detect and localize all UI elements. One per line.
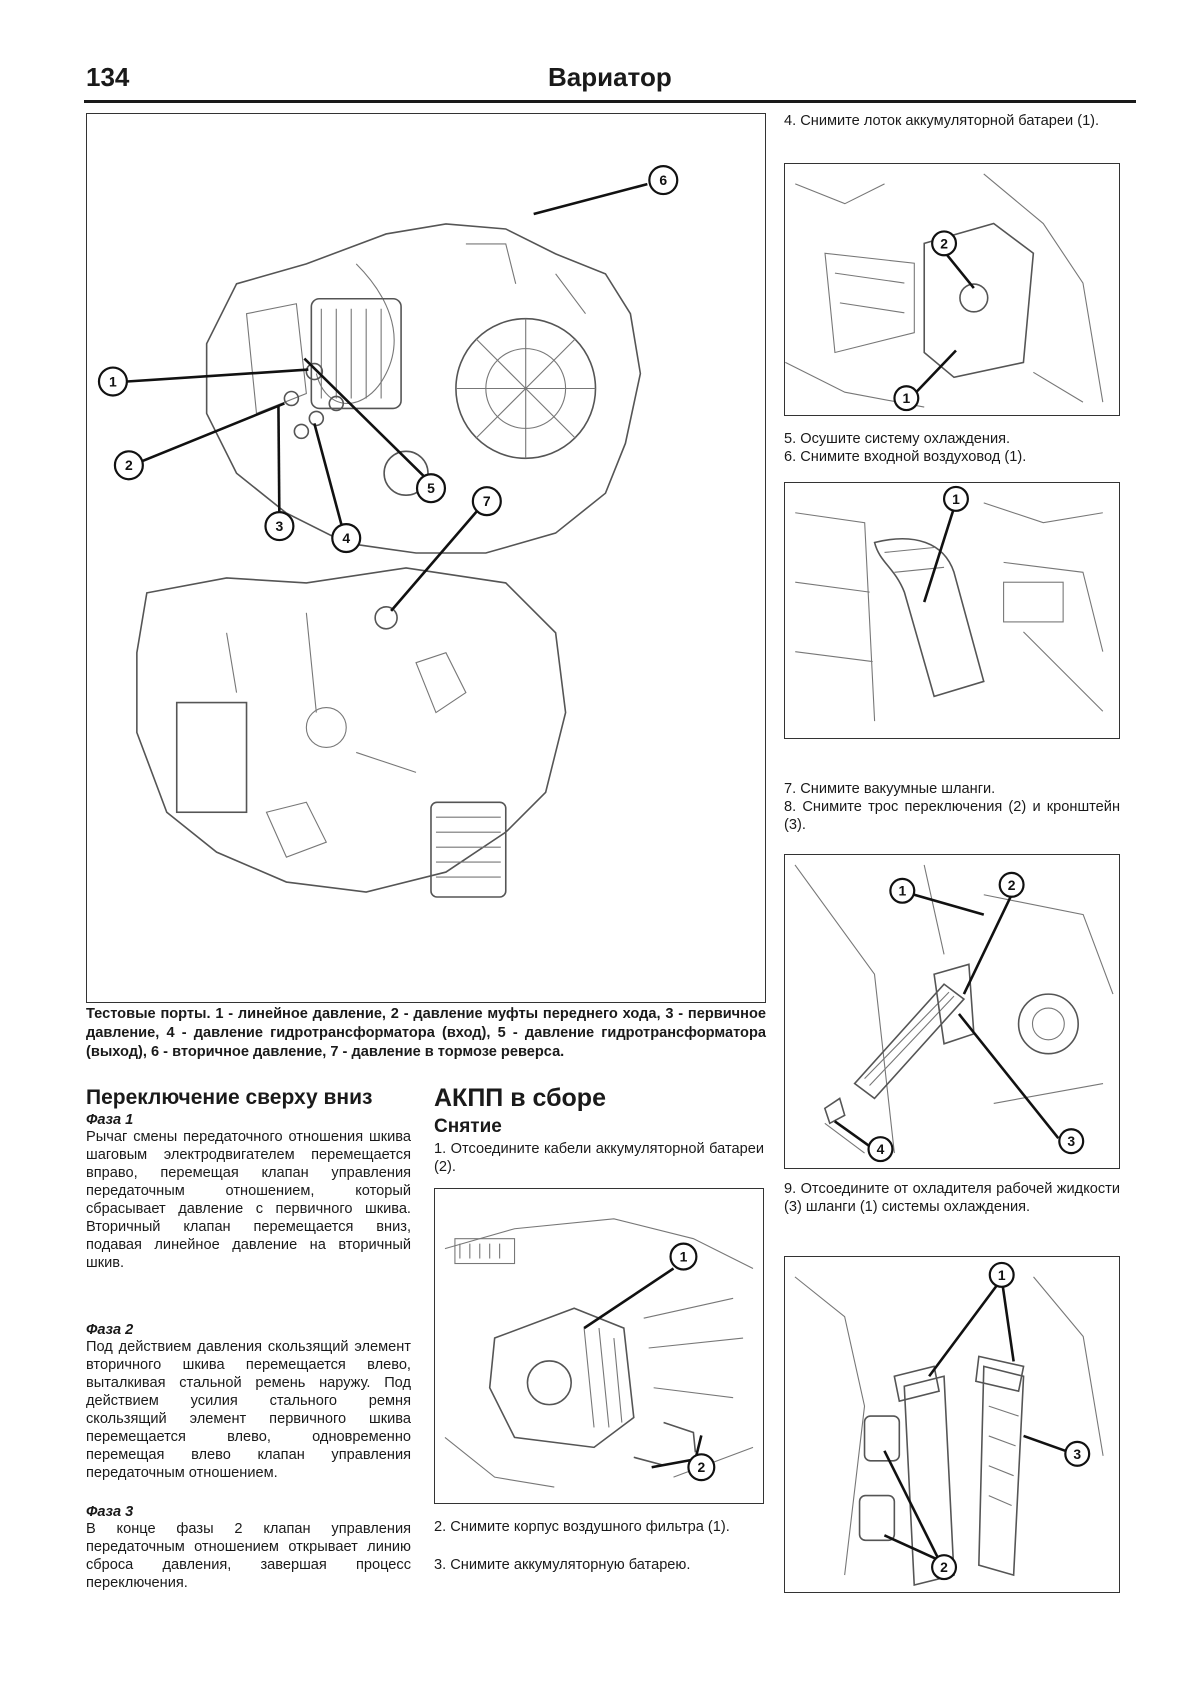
step-7: 7. Снимите вакуумные шланги. — [784, 781, 996, 797]
callout-6: 6 — [648, 165, 679, 196]
akpp-step-3: 3. Снимите аккумуляторную батарею. — [434, 1557, 691, 1573]
callout-7: 7 — [471, 486, 502, 517]
step-6: 6. Снимите входной воздуховод (1). — [784, 449, 1027, 465]
hose-callout-2: 2 — [931, 1554, 958, 1581]
page-title: Вариатор — [548, 62, 672, 92]
svg-text:2: 2 — [125, 457, 133, 473]
akpp-heading: АКПП в сборе — [434, 1084, 606, 1112]
step-4: 4. Снимите лоток аккумуляторной батареи … — [784, 113, 1100, 129]
svg-text:2: 2 — [940, 235, 948, 251]
step-5: 5. Осушите систему охлаждения. — [784, 431, 1011, 447]
svg-text:1: 1 — [952, 491, 960, 507]
cable-callout-4: 4 — [867, 1136, 894, 1163]
svg-text:7: 7 — [483, 493, 491, 509]
cable-callout-2: 2 — [998, 871, 1025, 898]
phase-2: Фаза 2 Под действием давления скользящий… — [86, 1322, 411, 1482]
step-8: 8. Снимите трос переключения (2) и кронш… — [784, 799, 1120, 833]
akpp-step-1: 1. Отсоедините кабели аккумуляторной бат… — [434, 1141, 764, 1175]
svg-text:3: 3 — [276, 518, 284, 534]
svg-text:2: 2 — [940, 1559, 948, 1575]
callout-1: 1 — [97, 366, 128, 397]
hose-callout-1: 1 — [988, 1261, 1015, 1288]
akpp-callout-1: 1 — [669, 1242, 698, 1271]
svg-text:6: 6 — [659, 172, 667, 188]
svg-text:4: 4 — [342, 530, 350, 546]
transmission-illustration: 1 2 3 4 5 6 7 — [97, 165, 679, 898]
svg-text:1: 1 — [680, 1249, 688, 1265]
removal-subheading: Снятие — [434, 1116, 502, 1137]
svg-text:1: 1 — [898, 883, 906, 899]
shift-cable-illustration: 1 2 3 4 — [794, 864, 1114, 1163]
callout-4: 4 — [331, 523, 362, 554]
svg-text:3: 3 — [1073, 1446, 1081, 1462]
air-duct-figure: 1 — [784, 482, 1120, 739]
akpp-callout-2: 2 — [687, 1453, 716, 1482]
air-duct-illustration: 1 — [795, 485, 1104, 722]
hose-callout-3: 3 — [1064, 1440, 1091, 1467]
callout-2: 2 — [113, 450, 144, 481]
callout-5: 5 — [415, 473, 447, 504]
cooler-hoses-figure: 1 3 2 — [784, 1256, 1120, 1593]
tray-callout-1: 1 — [893, 385, 920, 412]
phase-2-title: Фаза 2 — [86, 1322, 134, 1338]
main-figure: 1 2 3 4 5 6 7 — [86, 113, 766, 1003]
duct-callout-1: 1 — [942, 485, 969, 512]
phase-1-title: Фаза 1 — [86, 1112, 134, 1128]
callout-3: 3 — [264, 511, 295, 542]
akpp-step-2: 2. Снимите корпус воздушного фильтра (1)… — [434, 1519, 730, 1535]
cable-callout-1: 1 — [889, 877, 916, 904]
phase-3: Фаза 3 В конце фазы 2 клапан управления … — [86, 1504, 411, 1592]
cable-callout-3: 3 — [1058, 1128, 1085, 1155]
battery-cables-illustration: 1 2 — [444, 1218, 754, 1488]
shift-cable-figure: 1 2 3 4 — [784, 854, 1120, 1169]
cooler-hoses-illustration: 1 3 2 — [794, 1261, 1104, 1587]
header-rule — [84, 100, 1136, 103]
phase-1-text: Рычаг смены передаточного отношения шкив… — [86, 1129, 411, 1271]
svg-text:1: 1 — [998, 1267, 1006, 1283]
svg-text:5: 5 — [427, 480, 435, 496]
svg-text:1: 1 — [903, 390, 911, 406]
svg-text:1: 1 — [109, 374, 117, 390]
svg-text:4: 4 — [877, 1141, 885, 1157]
battery-tray-illustration: 2 1 — [785, 173, 1104, 412]
svg-text:3: 3 — [1067, 1133, 1075, 1149]
svg-text:2: 2 — [697, 1459, 705, 1475]
phase-3-text: В конце фазы 2 клапан управления передат… — [86, 1521, 411, 1591]
step-9: 9. Отсоедините от охладителя рабочей жид… — [784, 1181, 1120, 1215]
battery-cables-figure: 1 2 — [434, 1188, 764, 1504]
main-figure-caption: Тестовые порты. 1 - линейное давление, 2… — [86, 1006, 766, 1060]
shift-section-heading: Переключение сверху вниз — [86, 1086, 373, 1109]
svg-text:2: 2 — [1008, 877, 1016, 893]
page-number: 134 — [86, 62, 130, 92]
battery-tray-figure: 2 1 — [784, 163, 1120, 416]
tray-callout-2: 2 — [931, 230, 958, 257]
phase-2-text: Под действием давления скользящий элемен… — [86, 1339, 411, 1481]
phase-1: Фаза 1 Рычаг смены передаточного отношен… — [86, 1112, 411, 1272]
phase-3-title: Фаза 3 — [86, 1504, 134, 1520]
